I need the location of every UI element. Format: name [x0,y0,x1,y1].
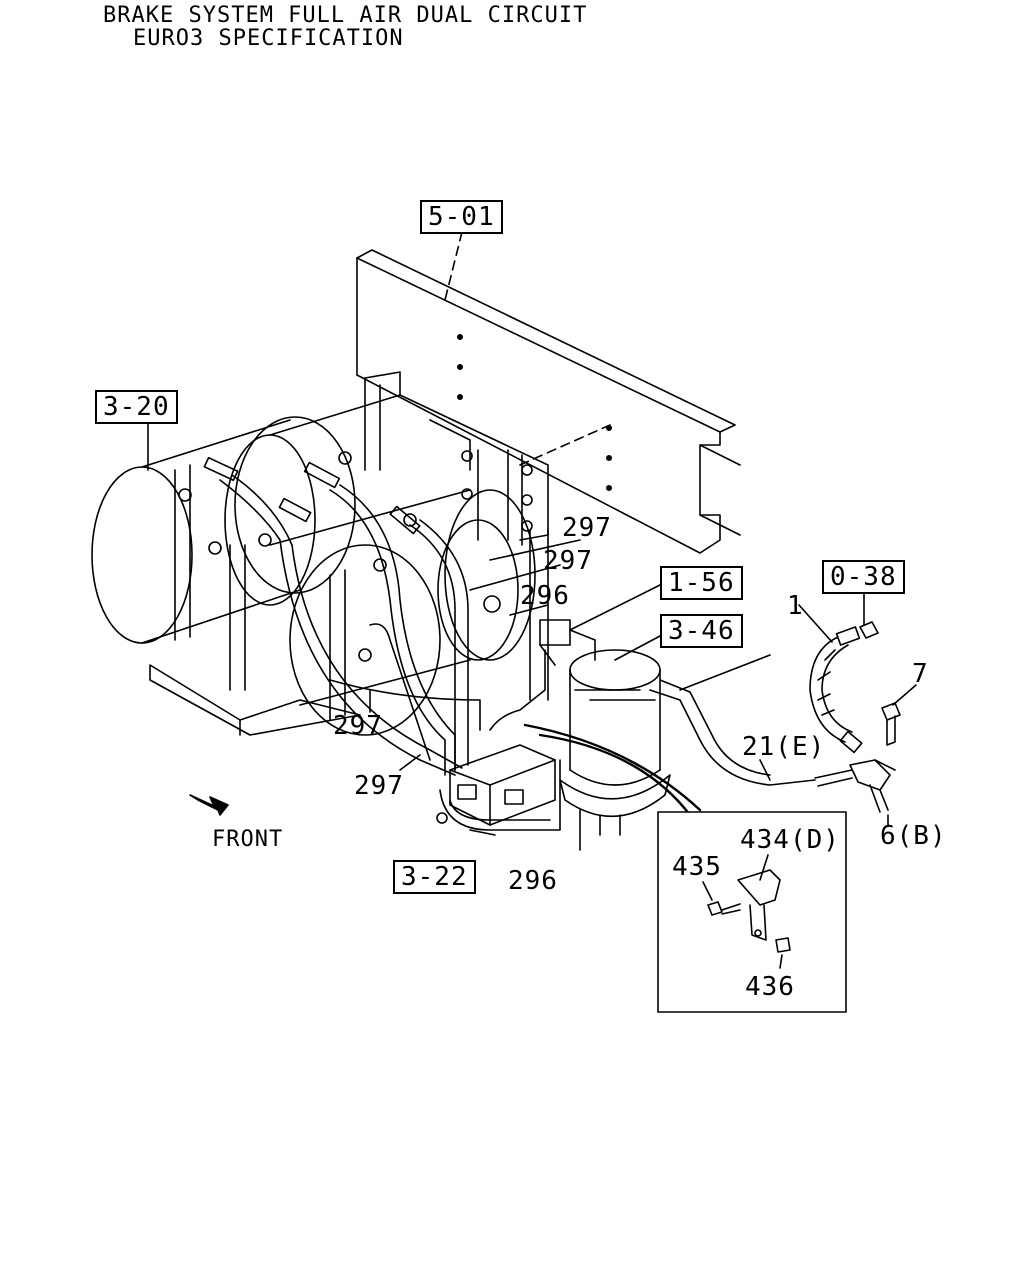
harness-curve [523,723,702,812]
tank-fittings [178,451,501,662]
part-label-296-a: 296 [520,581,570,611]
front-arrow [189,794,229,816]
flexible-hose [809,621,879,754]
air-tank-front [269,489,536,736]
part-label-1: 1 [787,591,804,621]
part-label-297-c: 297 [333,711,383,741]
ref-box-3-46[interactable]: 3-46 [660,614,743,648]
part-label-21e: 21(E) [742,732,826,762]
front-label: FRONT [212,827,284,852]
part-label-436: 436 [745,972,795,1002]
air-pipes [219,474,816,831]
air-tank-middle [224,394,519,691]
bolt-7 [881,702,901,746]
part-label-297-d: 297 [354,771,404,801]
air-tank-rear [91,416,356,644]
part-label-296-b: 296 [508,866,558,896]
part-label-6b: 6(B) [880,821,947,851]
ref-box-3-20[interactable]: 3-20 [95,390,178,424]
title-line-1: BRAKE SYSTEM FULL AIR DUAL CIRCUIT [103,3,588,28]
leader-lines [147,419,917,836]
part-label-297-a: 297 [562,513,612,543]
ref-box-5-01[interactable]: 5-01 [420,200,503,234]
part-label-434d: 434(D) [740,825,840,855]
harness-curve-2 [538,733,692,817]
part-label-435: 435 [672,852,722,882]
ref-box-1-56[interactable]: 1-56 [660,566,743,600]
part-label-297-b: 297 [543,546,593,576]
tank-mount-plate [149,664,361,736]
part-label-7: 7 [912,659,929,689]
solenoid-valve [539,619,596,666]
tank-bracket [364,371,549,701]
frame-rail [356,231,741,554]
air-dryer [559,649,671,851]
detail-box [657,811,847,1013]
valve-manifold [436,744,556,826]
tee-fitting [814,759,896,813]
title-line-2: EURO3 SPECIFICATION [133,26,404,51]
ref-box-3-22[interactable]: 3-22 [393,860,476,894]
ref-box-0-38[interactable]: 0-38 [822,560,905,594]
